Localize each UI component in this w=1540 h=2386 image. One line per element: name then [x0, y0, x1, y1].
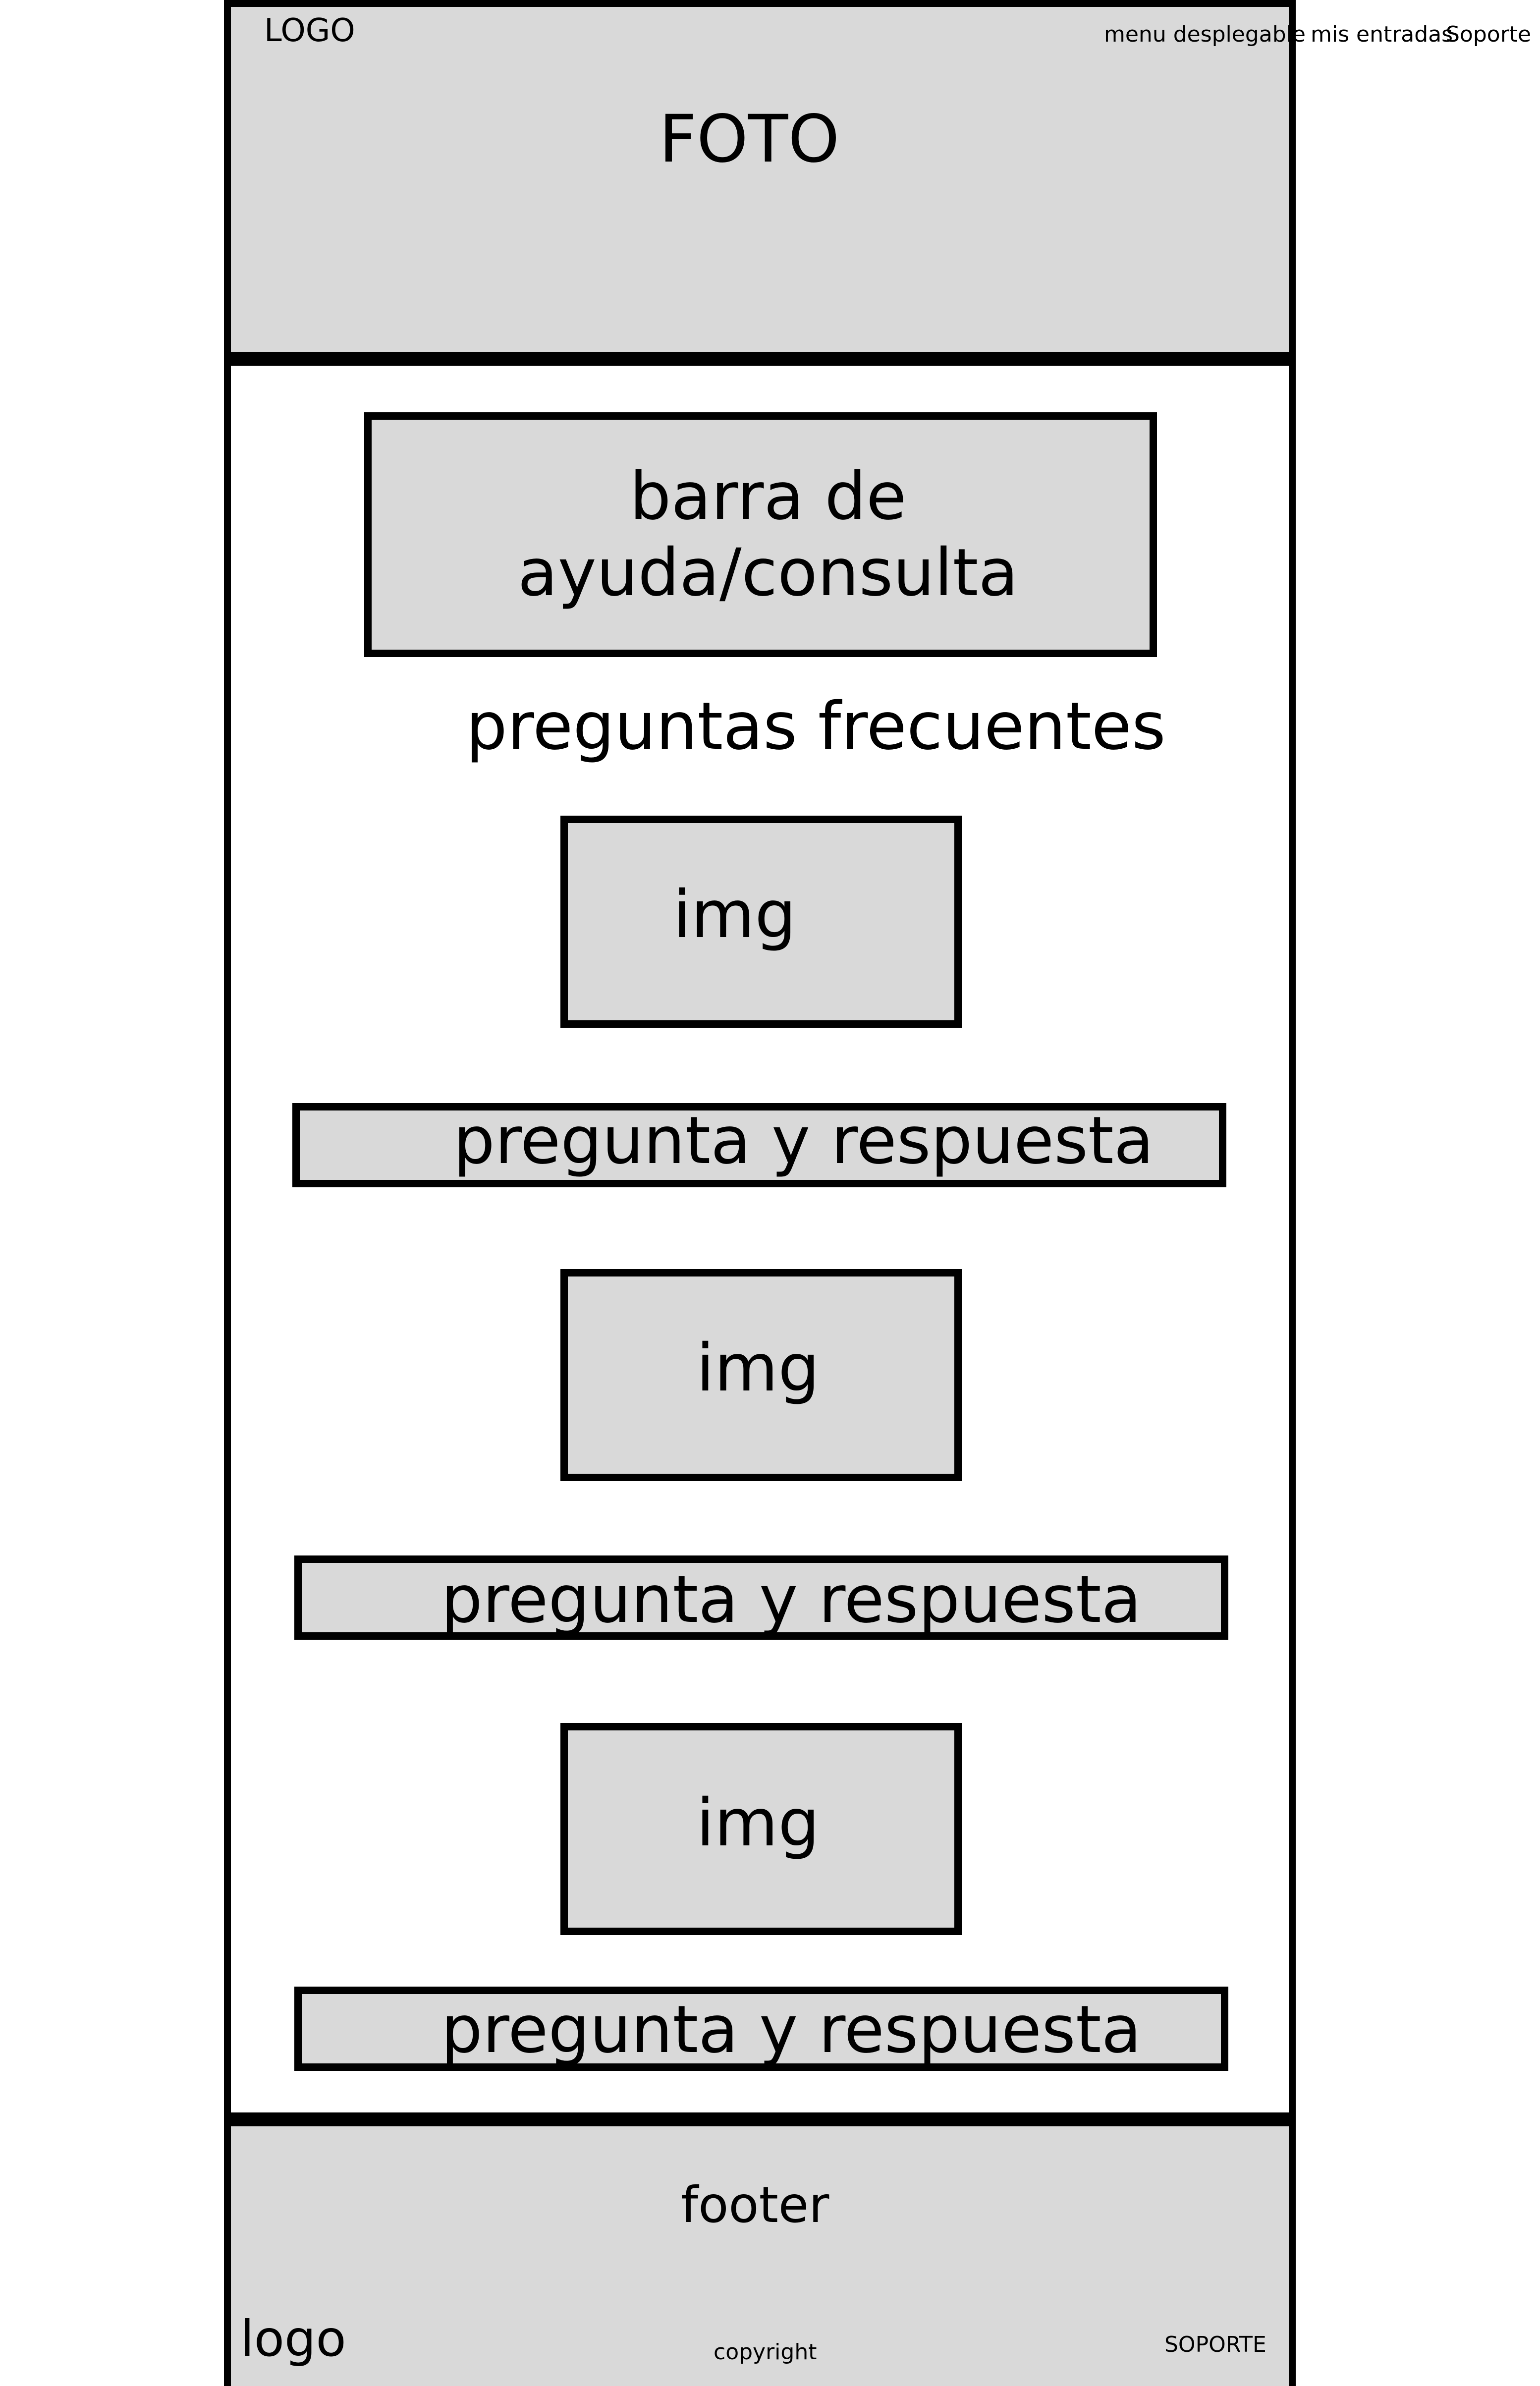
faq-image: [560, 816, 962, 1028]
faq-question-answer[interactable]: [292, 1103, 1226, 1187]
faq-question-answer[interactable]: [294, 1555, 1228, 1640]
help-search-bar[interactable]: barra de ayuda/consulta: [364, 412, 1157, 657]
footer-support-link[interactable]: SOPORTE: [1164, 2332, 1266, 2357]
footer: [231, 2126, 1289, 2386]
header-divider: [224, 352, 1296, 366]
header-photo-label: FOTO: [659, 101, 840, 177]
faq-image: [560, 1723, 962, 1935]
faq-image-label: img: [673, 877, 797, 953]
faq-image-label: img: [696, 1785, 820, 1861]
footer-title: footer: [681, 2176, 829, 2234]
faq-question-answer-label: pregunta y respuesta: [441, 1992, 1142, 2068]
faq-title: preguntas frecuentes: [466, 688, 1166, 765]
nav-support[interactable]: Soporte: [1446, 22, 1532, 47]
faq-question-answer-label: pregunta y respuesta: [441, 1561, 1142, 1638]
faq-image: [560, 1269, 962, 1481]
footer-copyright: copyright: [714, 2339, 817, 2365]
frame-top: [224, 0, 1296, 7]
frame-left: [224, 0, 231, 2386]
nav-dropdown-menu[interactable]: menu desplegable: [1104, 22, 1306, 47]
header-logo[interactable]: LOGO: [264, 12, 355, 49]
header: [224, 0, 1296, 362]
help-bar-label-line1: barra de: [629, 458, 907, 535]
faq-question-answer-label: pregunta y respuesta: [453, 1103, 1154, 1179]
help-bar-label-line2: ayuda/consulta: [517, 535, 1019, 611]
footer-divider: [224, 2112, 1296, 2126]
frame-right: [1289, 0, 1296, 2386]
faq-question-answer[interactable]: [294, 1987, 1228, 2071]
nav-my-entries[interactable]: mis entradas: [1311, 22, 1453, 47]
faq-image-label: img: [696, 1330, 820, 1406]
footer-logo[interactable]: logo: [240, 2310, 346, 2368]
